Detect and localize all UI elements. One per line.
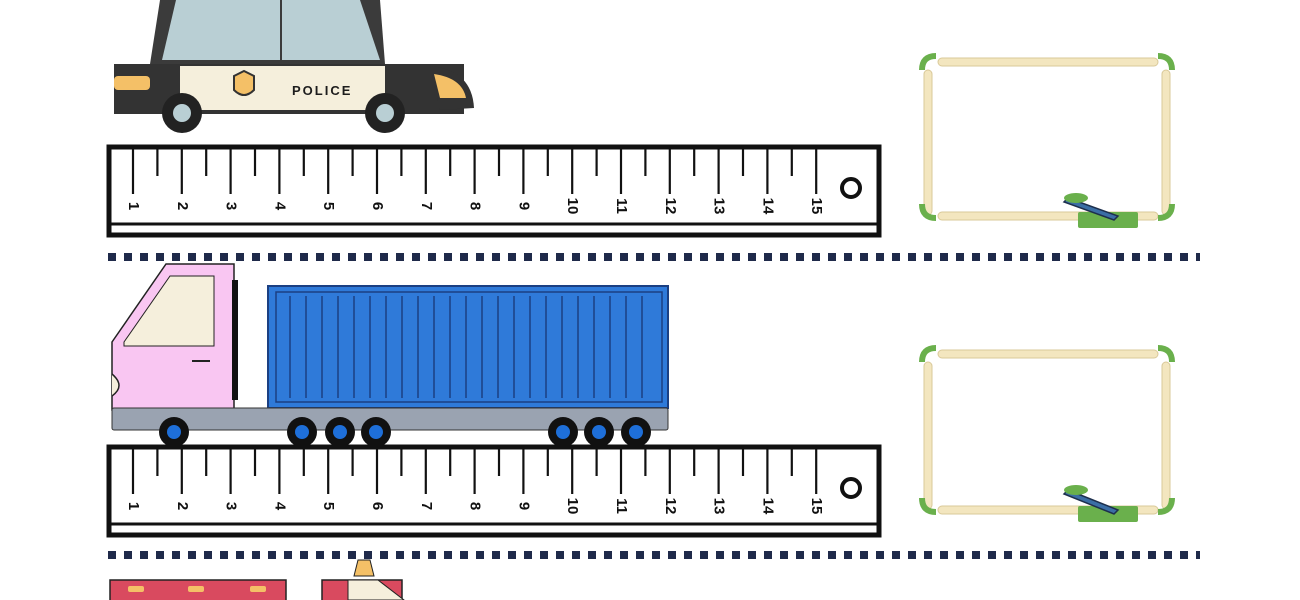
row-divider (108, 253, 1200, 261)
ruler-hole (840, 177, 862, 199)
ruler-number: 2 (174, 202, 191, 210)
container-truck-illustration (111, 263, 669, 446)
answer-frame[interactable] (918, 344, 1178, 526)
police-label: POLICE (292, 83, 352, 98)
ruler-number: 11 (613, 198, 630, 214)
ruler-number: 11 (613, 498, 630, 514)
ruler-number: 13 (711, 498, 728, 515)
ruler-number: 7 (418, 502, 435, 510)
ruler-number: 10 (564, 498, 581, 515)
ruler-number: 9 (515, 502, 532, 510)
ruler-number: 10 (564, 198, 581, 215)
ruler-number: 14 (759, 198, 776, 215)
badge-icon (233, 69, 255, 96)
ruler-body (106, 144, 882, 238)
ruler-number: 14 (759, 498, 776, 515)
row-divider (108, 551, 1200, 559)
ruler-number: 5 (320, 202, 337, 210)
ruler-number: 1 (125, 202, 142, 210)
ruler-number: 3 (223, 202, 240, 210)
police-car-illustration: POLICE (114, 0, 474, 133)
ruler-body (106, 444, 882, 538)
ruler-number: 6 (369, 502, 386, 510)
ruler-number: 15 (808, 498, 825, 515)
ruler-number: 8 (467, 502, 484, 510)
ruler-number: 4 (271, 202, 288, 211)
answer-frame[interactable] (918, 52, 1178, 232)
ruler-number: 2 (174, 502, 191, 510)
ruler-number: 1 (125, 502, 142, 510)
ruler-number: 4 (271, 502, 288, 511)
ruler-number: 5 (320, 502, 337, 510)
fire-truck-illustration (109, 559, 405, 600)
ruler-number: 15 (808, 198, 825, 215)
ruler-number: 12 (662, 198, 679, 215)
ruler-number: 7 (418, 202, 435, 210)
ruler-number: 3 (223, 502, 240, 510)
ruler-number: 9 (515, 202, 532, 210)
ruler-number: 12 (662, 498, 679, 515)
ruler-number: 13 (711, 198, 728, 215)
ruler-number: 6 (369, 202, 386, 210)
ruler-number: 8 (467, 202, 484, 210)
ruler-hole (840, 477, 862, 499)
